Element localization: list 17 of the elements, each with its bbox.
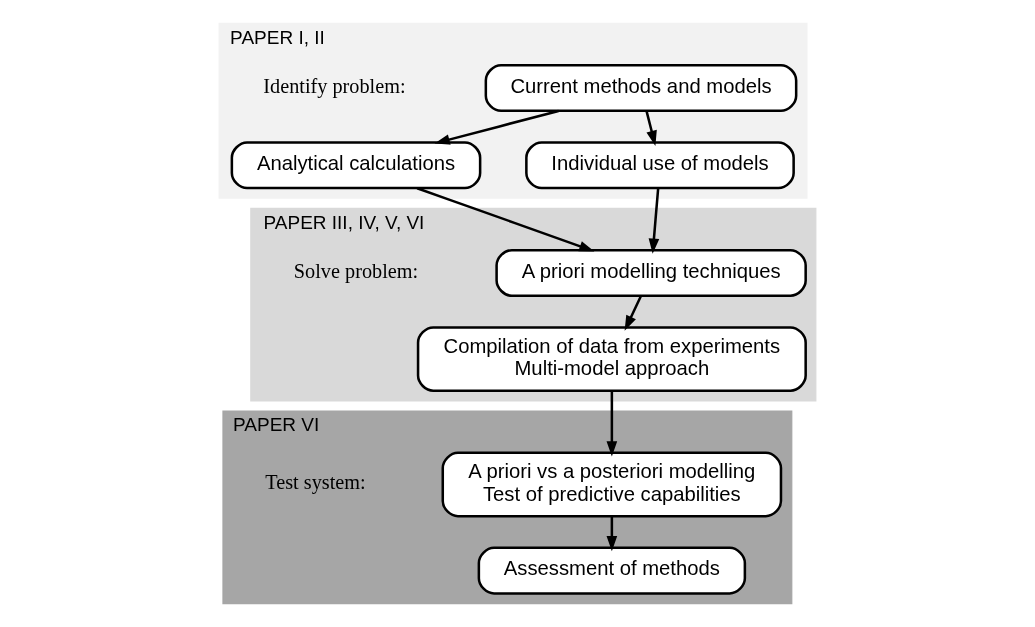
arrow xyxy=(648,188,660,254)
arrow xyxy=(606,516,618,552)
node-label: Solve problem: xyxy=(293,259,419,282)
node-box: Analytical calculations xyxy=(230,141,482,190)
node-label: Identify problem: xyxy=(263,74,406,97)
arrow xyxy=(416,187,595,252)
node-box: Individual use of models xyxy=(525,141,795,190)
node-box: A priori vs a posteriori modelling Test of predictive capabilities xyxy=(441,451,783,518)
arrow xyxy=(434,109,559,145)
arrow xyxy=(624,295,642,331)
node-box: Compilation of data from experiments Multi-model approach xyxy=(416,326,807,393)
node-box: A priori modelling techniques xyxy=(495,248,807,298)
node-label: Test system: xyxy=(265,471,366,494)
arrow xyxy=(606,391,618,457)
arrow xyxy=(645,110,657,146)
node-box: Current methods and models xyxy=(484,63,798,113)
node-box: Assessment of methods xyxy=(477,546,747,595)
